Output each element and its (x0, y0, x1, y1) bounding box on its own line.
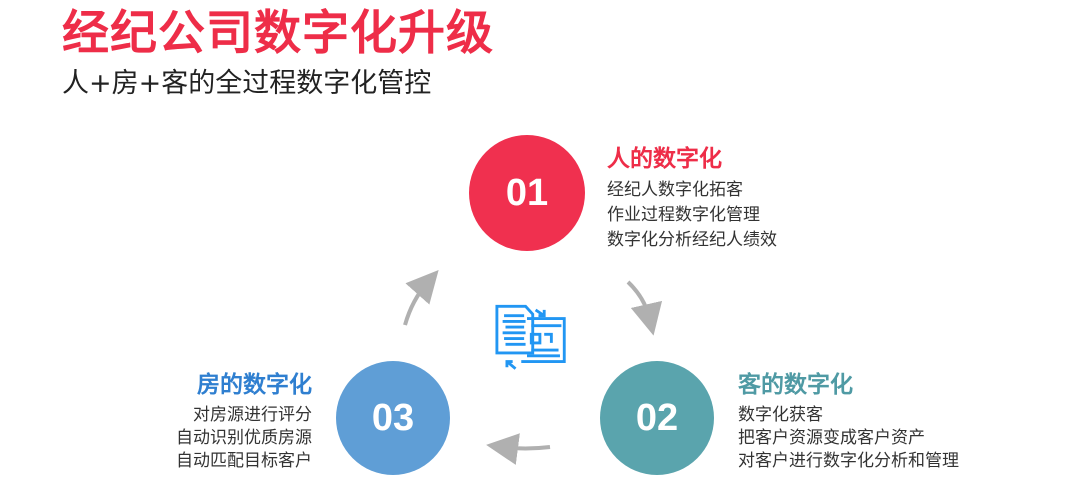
step-number: 02 (635, 396, 679, 439)
list-item: 对房源进行评分 (193, 405, 312, 425)
step-02-circle: 02 (600, 361, 714, 475)
document-exchange-icon (495, 304, 566, 370)
step-03-heading: 房的数字化 (197, 372, 312, 398)
step-02-heading: 客的数字化 (738, 372, 853, 398)
step-01-heading: 人的数字化 (607, 146, 722, 172)
arrow-icon (486, 433, 551, 465)
page-title: 经纪公司数字化升级 (62, 6, 494, 61)
list-item: 自动匹配目标客户 (176, 451, 312, 471)
list-item: 自动识别优质房源 (176, 428, 312, 448)
step-03-circle: 03 (336, 361, 450, 475)
list-item: 把客户资源变成客户资产 (738, 428, 925, 448)
list-item: 作业过程数字化管理 (607, 205, 760, 225)
step-02-list: 数字化获客 把客户资源变成客户资产 对客户进行数字化分析和管理 (738, 404, 959, 473)
list-item: 数字化获客 (738, 405, 823, 425)
list-item: 对客户进行数字化分析和管理 (738, 451, 959, 471)
step-01-list: 经纪人数字化拓客 作业过程数字化管理 数字化分析经纪人绩效 (607, 178, 777, 253)
list-item: 经纪人数字化拓客 (607, 180, 743, 200)
arrow-icon (403, 270, 439, 326)
list-item: 数字化分析经纪人绩效 (607, 230, 777, 250)
step-number: 03 (371, 396, 415, 439)
page-subtitle: 人+房+客的全过程数字化管控 (62, 68, 432, 99)
arrow-icon (626, 280, 663, 336)
step-01-circle: 01 (469, 135, 585, 251)
step-number: 01 (505, 171, 549, 214)
step-03-list: 对房源进行评分 自动识别优质房源 自动匹配目标客户 (176, 404, 312, 473)
